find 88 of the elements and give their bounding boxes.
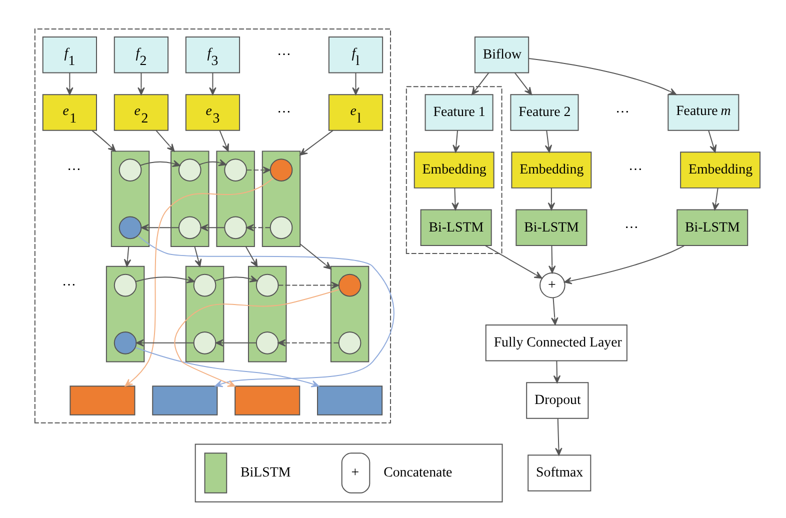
legend-label: Concatenate	[383, 466, 452, 481]
arrow	[712, 188, 719, 210]
arrow	[277, 282, 339, 289]
label: ⋯	[624, 220, 638, 236]
arrow	[66, 72, 73, 96]
arrow	[91, 130, 116, 152]
node-bar	[234, 386, 300, 416]
arrow	[135, 339, 194, 347]
node-bar	[316, 386, 382, 416]
arrow	[452, 130, 460, 153]
node-circle	[192, 274, 216, 297]
node-circle	[113, 274, 136, 297]
label: ⋯	[62, 278, 76, 293]
arrow	[528, 58, 676, 96]
label: ⋯	[276, 105, 290, 120]
node-box: Feature m	[667, 94, 739, 131]
arrow	[554, 418, 562, 456]
arrow	[277, 339, 339, 347]
arrow	[140, 224, 179, 232]
arrow	[564, 245, 684, 284]
arrow	[200, 224, 224, 232]
arrow	[124, 178, 274, 387]
arrow	[552, 360, 560, 384]
label: ⋯	[276, 48, 290, 63]
cluster	[34, 28, 391, 424]
arrow	[299, 130, 333, 156]
node-circle	[224, 158, 246, 182]
node-box: Feature 1	[424, 94, 493, 131]
node-circle	[113, 331, 136, 354]
node-circle	[338, 331, 361, 354]
node-circle	[255, 274, 278, 297]
node-box: Bi-LSTM	[676, 209, 748, 246]
node-circle	[255, 331, 278, 354]
node-circle	[269, 216, 292, 240]
node-box: Biflow	[474, 36, 529, 74]
node-circle	[118, 158, 142, 182]
arrow	[155, 130, 174, 152]
legend-label: BiLSTM	[240, 466, 290, 481]
arrow	[137, 72, 144, 96]
node-box: Bi-LSTM	[420, 209, 492, 246]
node-circle: +	[539, 272, 565, 298]
arrow	[547, 188, 555, 210]
label: +	[350, 466, 359, 481]
node-circle	[338, 274, 361, 297]
arrow	[708, 130, 716, 153]
node-box: Embedding	[680, 152, 760, 188]
arrow	[244, 246, 258, 267]
node-circle	[178, 158, 201, 182]
node-circle	[178, 216, 201, 240]
arrow	[137, 235, 394, 388]
arrow	[174, 289, 340, 387]
arrow	[544, 130, 552, 153]
node-circle	[224, 216, 246, 240]
node-box: Fully Connected Layer	[484, 324, 627, 362]
node-circle	[269, 158, 292, 182]
arrow	[299, 243, 331, 270]
node-box: Embedding	[510, 152, 592, 188]
node-box: Softmax	[527, 454, 591, 492]
node-bar	[152, 386, 218, 416]
arrow	[134, 276, 194, 284]
node-circle	[118, 216, 142, 240]
label: ⋯	[628, 162, 642, 178]
arrow	[548, 245, 556, 274]
arrow	[134, 347, 319, 388]
arrow	[352, 72, 359, 96]
node-box: Bi-LSTM	[515, 209, 587, 246]
node-box: Feature 2	[510, 94, 578, 131]
arrow	[208, 72, 216, 96]
arrow	[451, 188, 458, 210]
arrow	[514, 72, 532, 96]
label: ⋯	[615, 105, 629, 120]
arrow	[215, 339, 256, 347]
arrow	[471, 72, 489, 96]
label: ⋯	[66, 162, 81, 178]
arrow	[218, 130, 228, 152]
arrow	[550, 297, 558, 326]
node-box: Embedding	[413, 152, 494, 188]
arrow	[123, 246, 131, 267]
arrow	[246, 166, 270, 174]
node-bar	[69, 386, 135, 416]
arrow	[194, 246, 202, 267]
node-box: Dropout	[526, 382, 588, 419]
arrow	[214, 275, 258, 282]
arrow	[484, 245, 542, 279]
arrow	[198, 159, 226, 166]
arrow	[140, 160, 180, 167]
arrow	[246, 224, 270, 232]
node-circle	[192, 331, 216, 354]
